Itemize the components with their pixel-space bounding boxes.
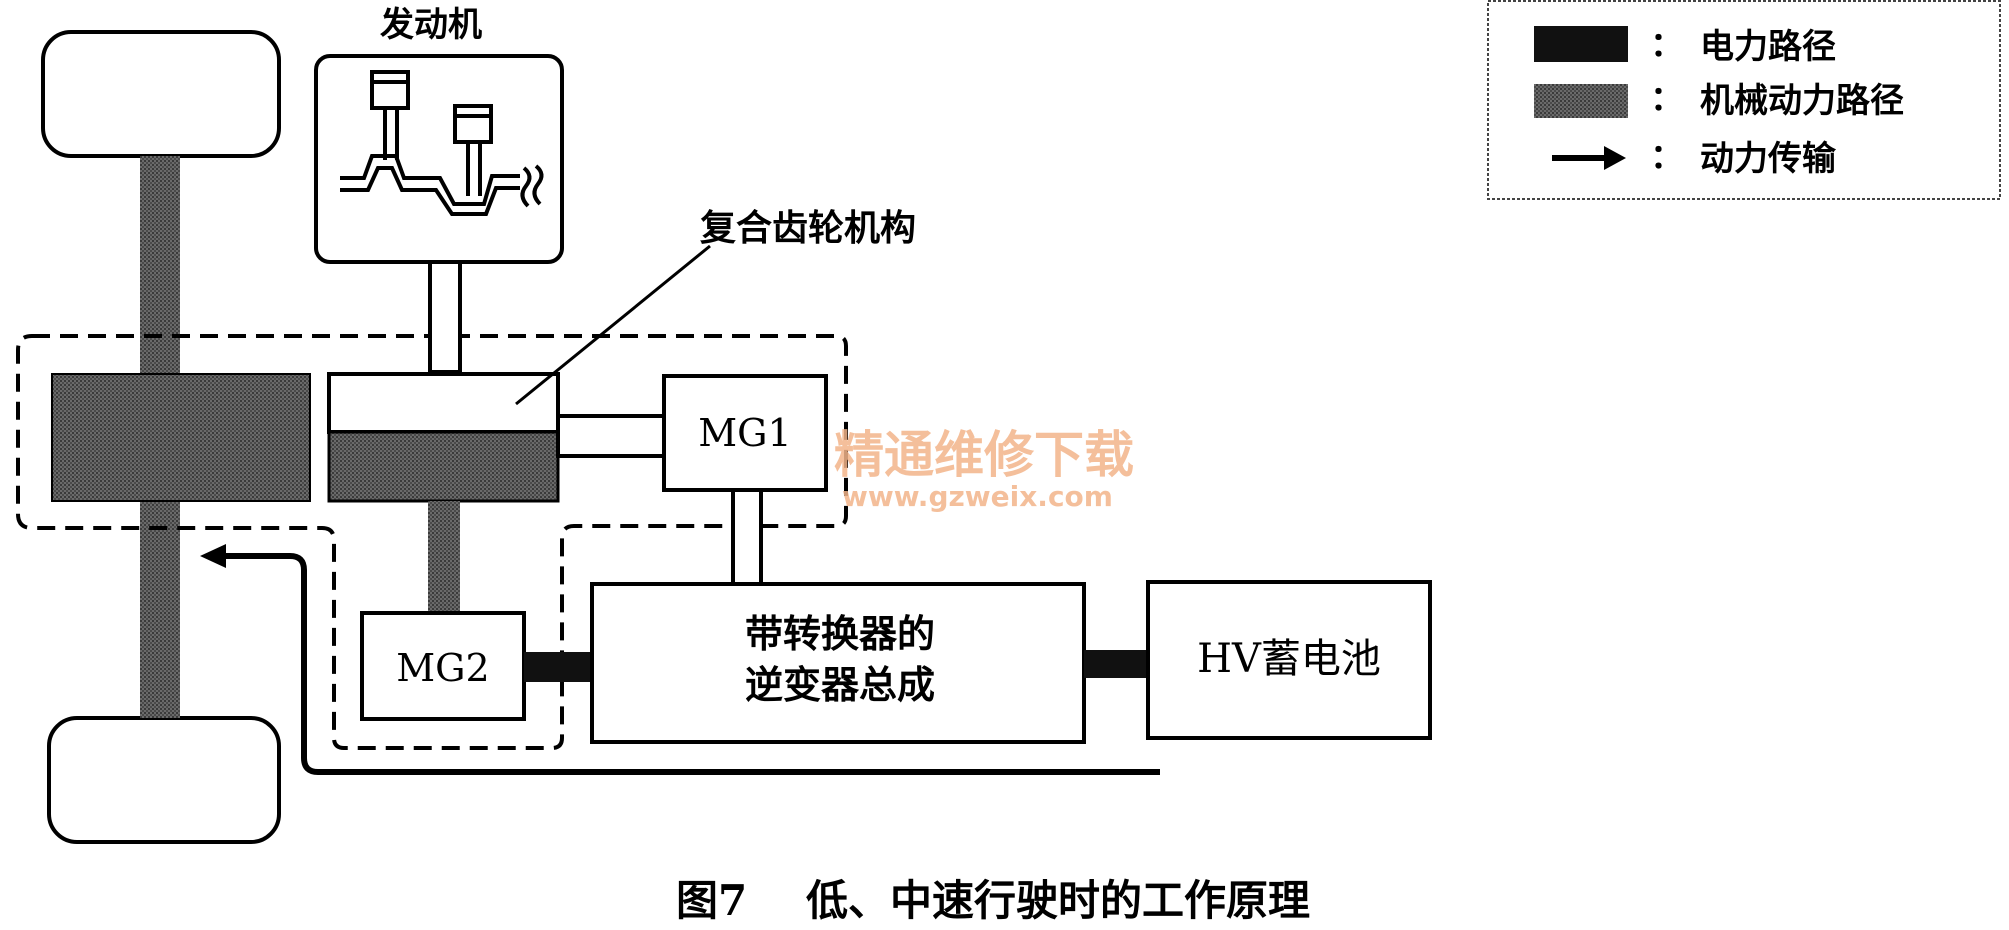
legend-label-transmission: 动力传输	[1700, 139, 1837, 179]
gear-upper	[327, 372, 560, 434]
inverter-label-line1: 带转换器的	[745, 612, 935, 656]
power-flow-arrow	[212, 553, 1160, 775]
watermark-url: www.gzweix.com	[842, 480, 1113, 513]
battery-electric-link	[1084, 650, 1148, 678]
engine-label: 发动机	[380, 5, 482, 45]
mg1-shaft	[556, 414, 666, 458]
transaxle-dashed-outline	[16, 334, 848, 750]
figure-number: 图7	[676, 876, 747, 925]
mg2-box	[360, 611, 526, 721]
legend-electric-swatch	[1534, 26, 1628, 62]
mg1-box	[662, 374, 828, 492]
engine-box	[314, 54, 564, 264]
power-flow-arrowhead	[200, 544, 226, 568]
legend-sep-3: ：	[1650, 137, 1684, 177]
mg1-label: MG1	[698, 411, 791, 455]
axle-bottom	[140, 501, 180, 718]
legend-label-electric: 电力路径	[1700, 27, 1836, 67]
axle-top	[140, 156, 180, 374]
front-wheel	[41, 30, 281, 158]
watermark-title: 精通维修下载	[834, 426, 1134, 484]
gear-mechanism-label: 复合齿轮机构	[700, 208, 916, 249]
gear-leader-line	[515, 244, 711, 406]
inverter-label-line2: 逆变器总成	[745, 663, 935, 707]
mg1-inverter-link	[731, 488, 763, 586]
mg2-electric-link	[524, 652, 592, 682]
hv-battery-label: HV蓄电池	[1197, 636, 1381, 682]
inverter-box	[590, 582, 1086, 744]
engine-shaft	[428, 260, 462, 374]
legend-label-mechanical: 机械动力路径	[1700, 81, 1904, 121]
figure-caption: 低、中速行驶时的工作原理	[806, 876, 1310, 925]
piston-icon	[340, 70, 544, 216]
legend-sep-1: ：	[1650, 25, 1684, 65]
differential-block	[51, 373, 311, 502]
mg2-shaft	[428, 501, 460, 613]
legend-mechanical-swatch	[1534, 84, 1628, 118]
rear-wheel	[47, 716, 281, 844]
gear-lower	[327, 430, 560, 503]
hv-battery-box	[1146, 580, 1432, 740]
legend-sep-2: ：	[1650, 79, 1684, 119]
legend-arrow-head	[1604, 146, 1626, 170]
mg2-label: MG2	[396, 646, 489, 690]
